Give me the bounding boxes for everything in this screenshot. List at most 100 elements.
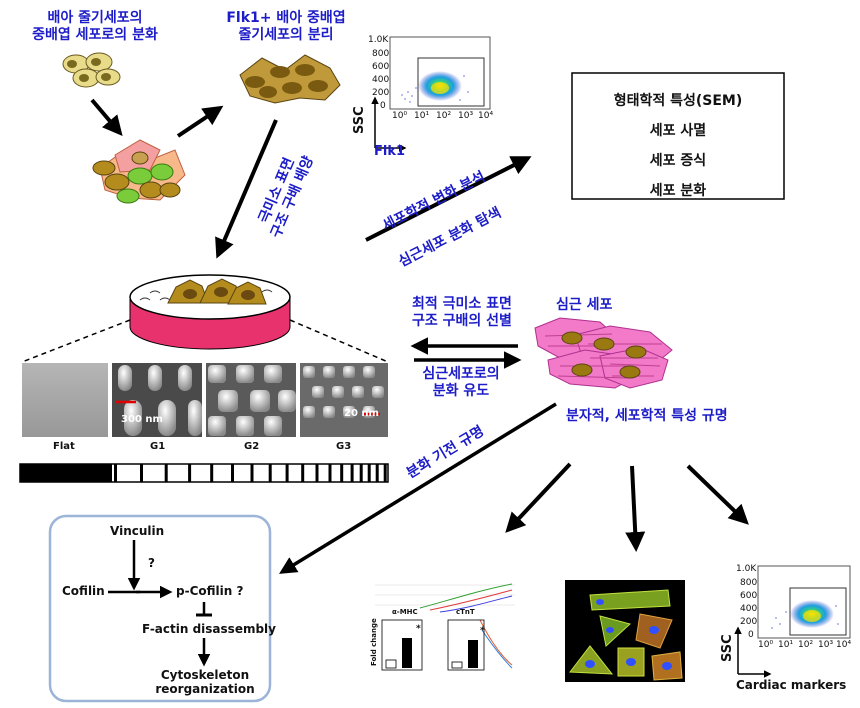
sem-label-g3: G3 [336, 441, 352, 452]
sem-panel-g2 [206, 363, 296, 437]
stem-cell-cluster [62, 52, 121, 88]
selection-label: 최적 극미소 표면 구조 구배의 선별 [392, 296, 532, 330]
flow-top-ytick-4: 200 [372, 88, 390, 98]
characterization-label: 분자적, 세포학적 특성 규명 [566, 408, 728, 424]
step2-label: Flk1+ 배아 중배엽 줄기세포의 분리 [206, 10, 366, 44]
flow-top-ytick-5: 0 [380, 101, 386, 111]
analysis-item-proliferation: 세포 증식 [649, 153, 707, 169]
step2-line1: Flk1+ 배아 중배엽 [226, 10, 346, 26]
qpcr-star-left: * [416, 624, 421, 634]
mixed-cell-cluster [92, 139, 186, 204]
arrow-to-staining [625, 465, 646, 552]
gradient-bar [19, 463, 389, 483]
analysis-box-frame [571, 72, 785, 200]
flow-bottom-xtick-4: 10⁴ [836, 640, 852, 650]
selection-line1: 최적 극미소 표면 [412, 296, 512, 312]
flow-bottom-xlabel: Cardiac markers [736, 678, 847, 692]
analysis-item-apoptosis: 세포 사멸 [649, 123, 707, 139]
dish-dashed-right [289, 319, 389, 363]
arrow-mechanism [279, 402, 557, 574]
gradient-bar-tick [375, 464, 379, 482]
qpcr-left-title: α-MHC [392, 608, 418, 616]
gradient-bar-tick [140, 464, 143, 482]
pathway-cyto-line2: reorganization [155, 682, 255, 697]
sem-panel-g3 [300, 363, 388, 437]
flow-top-ytick-3: 400 [372, 75, 390, 85]
sem-label-flat: Flat [53, 441, 75, 452]
flow-bottom-xtick-3: 10³ [818, 640, 834, 650]
induction-line2: 분화 유도 [432, 382, 490, 399]
sem-panel-g1 [112, 363, 202, 437]
flow-top-xtick-4: 10⁴ [478, 111, 494, 121]
flk1-cell-cluster [239, 54, 341, 104]
selection-line2: 구조 구배의 선별 [412, 312, 512, 329]
flow-bottom-ytick-2: 600 [740, 591, 758, 601]
sem-panel-flat [22, 363, 108, 437]
arrow-culture [215, 119, 278, 259]
gradient-bar-tick [383, 464, 387, 482]
gradient-bar-tick [285, 464, 289, 482]
qpcr-right-title: cTnT [456, 608, 475, 616]
flow-top-xtick-1: 10¹ [414, 111, 430, 121]
analysis-item-sem: 형태학적 특성(SEM) [613, 93, 743, 109]
flow-top-ylabel: SSC [352, 106, 367, 134]
step1-line2: 중배엽 세포로의 분화 [32, 26, 158, 43]
induction-line1: 심근세포로의 [422, 366, 500, 382]
gradient-bar-tick [367, 464, 371, 482]
gradient-bar-tick [315, 464, 319, 482]
flow-top-xtick-3: 10³ [458, 111, 474, 121]
flow-bottom-ytick-1: 800 [740, 578, 758, 588]
flow-bottom-ylabel: SSC [720, 634, 735, 662]
sem-scale-g1: 300 nm [121, 414, 163, 425]
flow-top-xtick-0: 10⁰ [392, 111, 408, 121]
step1-line1: 배아 줄기세포의 [47, 10, 143, 26]
gradient-bar-tick [301, 464, 305, 482]
gradient-bar-tick [114, 464, 117, 482]
pathway-question: ? [148, 556, 155, 570]
step2-line2: 줄기세포의 분리 [238, 26, 334, 43]
pathway-p-cofilin: p-Cofilin ? [176, 584, 244, 598]
cardiomyocyte-cluster [534, 317, 673, 389]
qpcr-figure [370, 580, 520, 675]
flow-bottom-ytick-5: 0 [748, 630, 754, 640]
gradient-bar-tick [231, 464, 234, 482]
step1-label: 배아 줄기세포의 중배엽 세포로의 분화 [20, 10, 170, 44]
pathway-cyto-line1: Cytoskeleton [160, 668, 250, 682]
arrow-to-qpcr [505, 462, 572, 533]
gradient-bar-tick [210, 464, 214, 482]
flow-plot-bottom [734, 565, 851, 678]
flow-bottom-xtick-2: 10² [798, 640, 814, 650]
qpcr-ylabel: Fold change [370, 618, 378, 666]
gradient-bar-tick [268, 464, 272, 482]
gradient-bar-tick [328, 464, 332, 482]
flow-top-xlabel: Flk1 [374, 144, 406, 159]
flow-bottom-xtick-0: 10⁰ [758, 640, 774, 650]
arrow-stem-to-mixed [90, 98, 123, 137]
arrow-mixed-to-flk1 [176, 105, 224, 138]
analysis-box: 형태학적 특성(SEM) 세포 사멸 세포 증식 세포 분화 [572, 86, 784, 206]
gradient-bar-tick [164, 464, 168, 482]
pathway-cofilin: Cofilin [62, 584, 105, 598]
arrow-to-flow-bottom [686, 464, 749, 525]
gradient-bar-tick [188, 464, 192, 482]
flow-bottom-ytick-0: 1.0K [736, 564, 757, 574]
pathway-cytoskeleton: Cytoskeleton reorganization [150, 668, 260, 697]
culture-dish [129, 274, 291, 350]
flow-top-ytick-0: 1.0K [368, 35, 389, 45]
cardiomyocyte-label: 심근 세포 [556, 297, 613, 313]
induction-label: 심근세포로의 분화 유도 [396, 366, 526, 400]
flow-bottom-xtick-1: 10¹ [778, 640, 794, 650]
gradient-bar-tick [359, 464, 363, 482]
gradient-bar-tick [250, 464, 254, 482]
pathway-f-actin: F-actin disassembly [142, 622, 276, 636]
arrow-analysis [365, 156, 532, 242]
sem-scale-g3: 20 nm [344, 408, 379, 419]
flow-top-ytick-1: 800 [372, 49, 390, 59]
dish-dashed-left [21, 319, 131, 363]
flow-top-ytick-2: 600 [372, 62, 390, 72]
sem-label-g2: G2 [244, 441, 260, 452]
sem-label-g1: G1 [150, 441, 166, 452]
analysis-item-differentiation: 세포 분화 [649, 183, 707, 199]
